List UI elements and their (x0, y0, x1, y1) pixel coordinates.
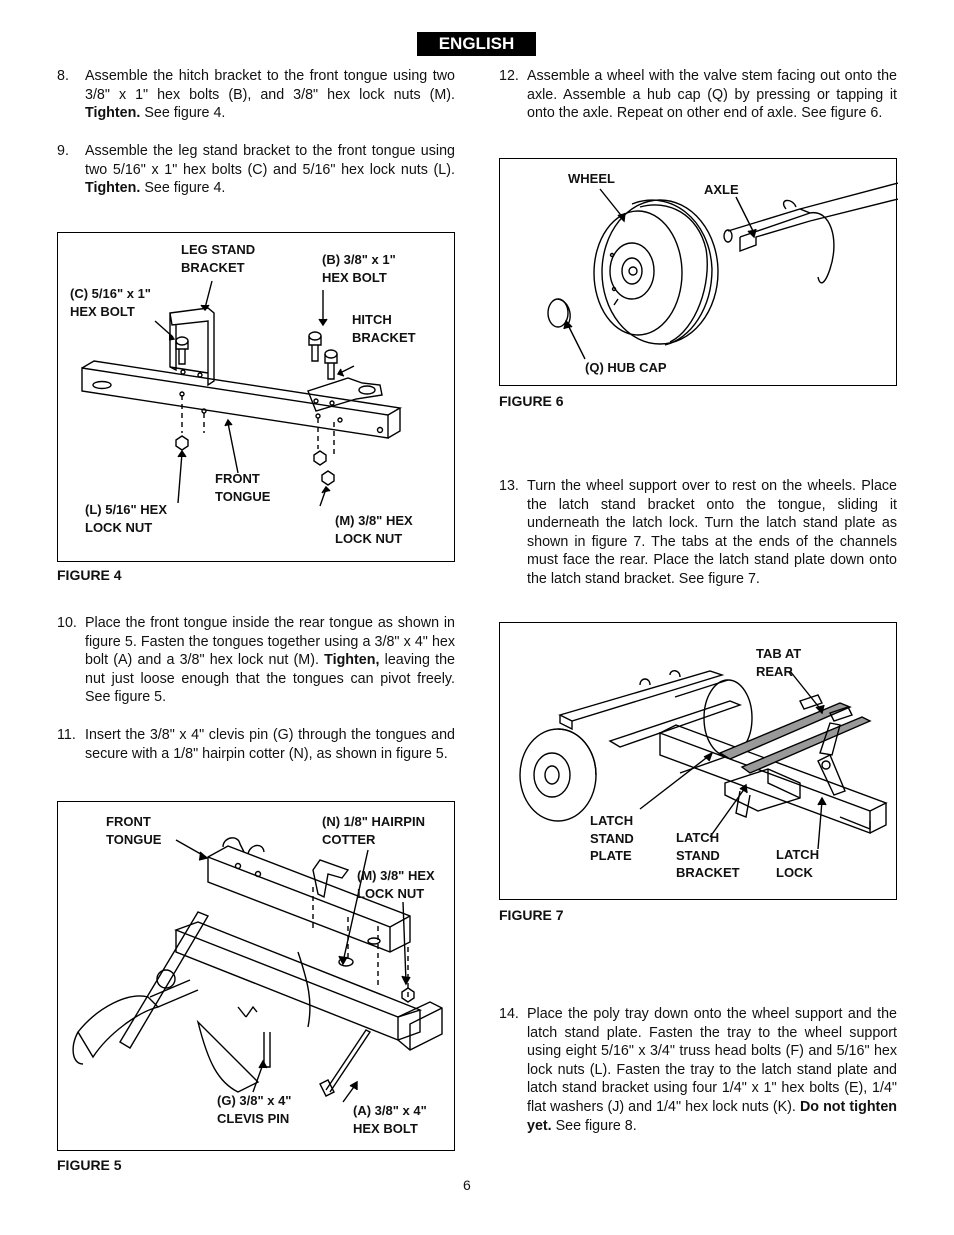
figure-7-label: FIGURE 7 (499, 907, 564, 923)
callout-m-lock-nut: (M) 3/8" HEX LOCK NUT (335, 513, 413, 546)
figure-6: WHEEL AXLE (Q) HUB CAP (499, 158, 898, 386)
step-number: 12. (499, 68, 519, 84)
callout-b-hex-bolt: (B) 3/8" x 1" HEX BOLT (322, 252, 396, 285)
step-emphasis: Tighten. (85, 180, 141, 197)
step-text: Place the poly tray down onto the wheel … (527, 1006, 897, 1115)
step-text: Assemble the hitch bracket to the front … (85, 68, 455, 103)
figure-4: LEG STAND BRACKET (B) 3/8" x 1" HEX BOLT… (57, 232, 455, 562)
callout-latch-stand-plate: LATCH STAND PLATE (590, 813, 634, 863)
figure-7: TAB AT REAR LATCH STAND PLATE LATCH STAN… (499, 622, 897, 900)
figure-5: FRONT TONGUE (N) 1/8" HAIRPIN COTTER (M)… (57, 801, 455, 1151)
figure-6-drawing (547, 182, 898, 360)
figure-4-label: FIGURE 4 (57, 567, 122, 583)
figure-4-drawing (81, 280, 403, 507)
page-number: 6 (463, 1177, 471, 1193)
step-text: Turn the wheel support over to rest on t… (527, 478, 897, 587)
callout-n-hairpin-cotter: (N) 1/8" HAIRPIN COTTER (322, 814, 425, 847)
callout-l-lock-nut: (L) 5/16" HEX LOCK NUT (85, 502, 168, 535)
callout-front-tongue: FRONT TONGUE (215, 471, 271, 504)
step-text-tail: leaving the nut just loose enough that t… (85, 652, 455, 706)
callout-c-hex-bolt: (C) 5/16" x 1" HEX BOLT (70, 286, 151, 319)
step-text: Place the front tongue inside the rear t… (85, 615, 455, 669)
step-emphasis: Do not tighten yet. (527, 1098, 898, 1134)
step-number: 10. (57, 615, 77, 631)
figure-5-drawing (72, 837, 443, 1103)
step-text-tail: See figure 4. (144, 180, 226, 197)
callout-latch-stand-bracket: LATCH STAND BRACKET (676, 830, 740, 880)
callout-hub-cap: (Q) HUB CAP (585, 360, 667, 375)
step-text: Assemble a wheel with the valve stem fac… (527, 68, 897, 122)
figure-6-label: FIGURE 6 (499, 393, 564, 409)
language-badge: ENGLISH (417, 32, 536, 56)
figure-7-drawing (519, 670, 888, 850)
figure-5-label: FIGURE 5 (57, 1157, 122, 1173)
step-text: Assemble the leg stand bracket to the fr… (85, 143, 455, 178)
callout-tab-at-rear: TAB AT REAR (756, 646, 802, 679)
callout-front-tongue: FRONT TONGUE (106, 814, 162, 847)
step-number: 13. (499, 478, 519, 494)
step-number: 8. (57, 68, 69, 84)
callout-g-clevis-pin: (G) 3/8" x 4" CLEVIS PIN (217, 1093, 292, 1126)
callout-m-lock-nut: (M) 3/8" HEX LOCK NUT (357, 868, 435, 901)
step-emphasis: Tighten, (324, 652, 380, 669)
step-text-tail: See figure 4. (144, 105, 226, 122)
step-number: 14. (499, 1006, 519, 1022)
callout-axle: AXLE (704, 182, 739, 197)
step-text: Insert the 3/8" x 4" clevis pin (G) thro… (85, 727, 455, 762)
callout-leg-stand-bracket: LEG STAND BRACKET (181, 242, 256, 275)
step-text-tail: See figure 8. (555, 1117, 637, 1134)
callout-latch-lock: LATCH LOCK (776, 847, 820, 880)
callout-wheel: WHEEL (568, 171, 615, 186)
step-number: 9. (57, 143, 69, 159)
step-number: 11. (57, 727, 76, 743)
callout-hitch-bracket: HITCH BRACKET (352, 312, 416, 345)
step-emphasis: Tighten. (85, 105, 141, 122)
callout-a-hex-bolt: (A) 3/8" x 4" HEX BOLT (353, 1103, 427, 1136)
